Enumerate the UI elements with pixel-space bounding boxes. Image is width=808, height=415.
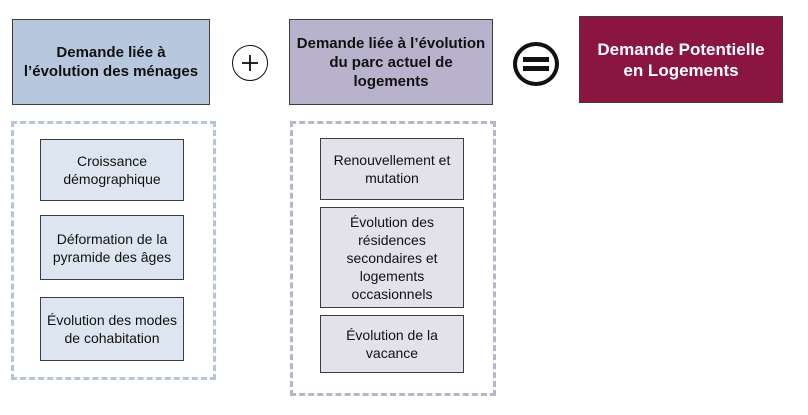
households-factors-group <box>11 121 216 380</box>
housing-stock-demand-header: Demande liée à l’évolution du parc actue… <box>289 19 493 105</box>
factor-cohabitation-modes: Évolution des modes de cohabitation <box>40 297 184 361</box>
factor-renewal-mutation: Renouvellement et mutation <box>320 138 464 200</box>
potential-housing-demand-header: Demande Potentielle en Logements <box>579 16 783 103</box>
households-demand-header: Demande liée à l’évolution des ménages <box>12 19 210 105</box>
housing-factors-group <box>290 121 496 396</box>
factor-demographic-growth: Croissance démographique <box>40 139 184 201</box>
factor-vacancy: Évolution de la vacance <box>320 315 464 373</box>
factor-secondary-residences: Évolution des résidences secondaires et … <box>320 207 464 308</box>
factor-age-pyramid: Déformation de la pyramide des âges <box>40 215 184 280</box>
plus-icon <box>232 45 268 81</box>
equals-icon <box>513 42 559 86</box>
